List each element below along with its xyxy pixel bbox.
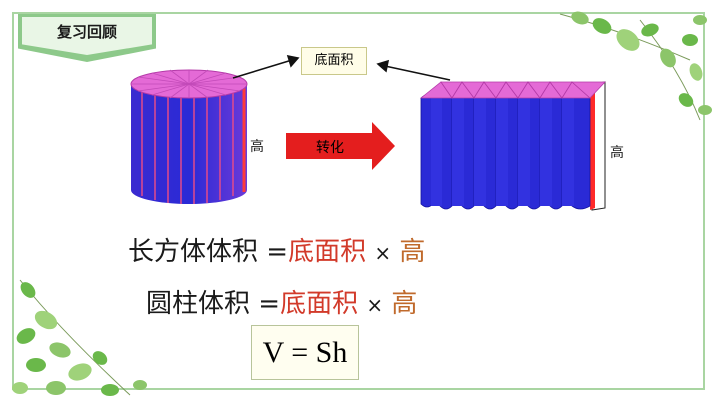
header-title: 复习回顾 [56,23,117,41]
cylinder-volume-lhs: 圆柱体积 [146,289,251,319]
prism-height-label: 高 [610,145,624,161]
prism-shape [419,81,606,211]
cylinder-volume-formula: 圆柱体积 =底面积 × 高 [146,283,417,320]
slide-frame [12,12,705,390]
equals-sign: = [258,289,281,319]
transform-label: 转化 [316,140,344,156]
cuboid-volume-lhs: 长方体体积 [128,237,259,267]
leaf-decoration-top-right [559,11,712,121]
cuboid-volume-formula: 长方体体积 =底面积 × 高 [128,231,425,268]
pointer-arrows [232,54,451,81]
times-sign: × [366,293,384,317]
cylinder-shape [130,69,248,204]
times-sign: × [374,241,392,265]
equals-sign: = [266,237,289,267]
base-area-label: 底面积 [301,47,367,75]
leaf-decoration-bottom-left [12,279,147,396]
base-area-term: 底面积 [280,289,359,319]
transform-arrow [286,122,395,170]
height-term: 高 [399,237,426,267]
cylinder-height-label: 高 [250,139,264,155]
base-area-term: 底面积 [288,237,367,267]
volume-formula-box: V = Sh [251,325,359,380]
height-term: 高 [391,289,418,319]
